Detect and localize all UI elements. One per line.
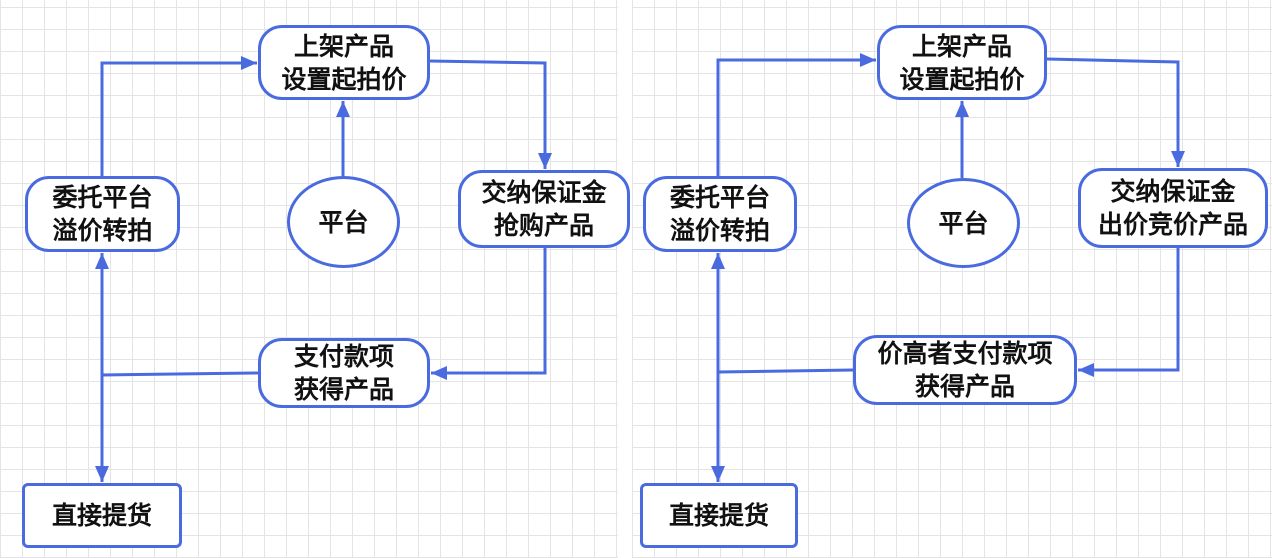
left-node-payment-line2: 获得产品: [293, 375, 394, 404]
right-node-pickup: 直接提货: [640, 483, 798, 548]
right-node-consign-line2: 溢价转拍: [669, 216, 770, 245]
left-node-deposit-line1: 交纳保证金: [481, 178, 607, 207]
right-arrow-deposit-to-payment: [1078, 248, 1180, 377]
right-node-platform: 平台: [907, 178, 1020, 268]
left-node-payment-line1: 支付款项: [293, 342, 394, 371]
right-node-payment-line1: 价高者支付款项: [877, 339, 1053, 368]
left-node-payment: 支付款项 获得产品: [258, 338, 430, 408]
left-node-platform-label: 平台: [318, 207, 369, 237]
right-line-payment-to-junction: [717, 368, 854, 374]
right-node-consign-line1: 委托平台: [669, 183, 770, 212]
right-node-pickup-label: 直接提货: [668, 501, 769, 530]
left-node-listing-line1: 上架产品: [293, 31, 394, 61]
left-line-payment-to-junction: [101, 371, 259, 377]
right-arrow-consign-to-listing: [716, 53, 876, 176]
left-arrow-listing-to-deposit: [429, 59, 552, 169]
left-node-consign-line1: 委托平台: [52, 183, 153, 212]
left-node-deposit: 交纳保证金 抢购产品: [458, 170, 630, 248]
left-node-consign-line2: 溢价转拍: [52, 216, 153, 245]
right-node-listing-line2: 设置起拍价: [899, 64, 1025, 94]
right-node-payment-line2: 获得产品: [914, 372, 1015, 401]
right-node-deposit-line2: 出价竞价产品: [1097, 210, 1248, 239]
left-arrow-consign-to-listing: [100, 56, 257, 176]
left-node-deposit-line2: 抢购产品: [493, 211, 594, 240]
right-node-deposit: 交纳保证金 出价竞价产品: [1078, 168, 1268, 248]
right-node-listing: 上架产品 设置起拍价: [877, 25, 1047, 100]
left-node-platform: 平台: [287, 176, 400, 268]
left-node-consign: 委托平台 溢价转拍: [25, 176, 180, 252]
right-node-consign: 委托平台 溢价转拍: [643, 176, 797, 252]
right-node-platform-label: 平台: [938, 208, 989, 238]
left-arrow-deposit-to-payment: [431, 248, 547, 380]
right-node-deposit-line1: 交纳保证金: [1110, 177, 1236, 206]
right-node-payment: 价高者支付款项 获得产品: [853, 335, 1077, 405]
left-node-listing: 上架产品 设置起拍价: [258, 25, 430, 100]
left-node-pickup: 直接提货: [22, 483, 182, 548]
left-node-pickup-label: 直接提货: [51, 501, 152, 530]
left-node-listing-line2: 设置起拍价: [281, 64, 407, 94]
right-arrow-listing-to-deposit: [1046, 57, 1185, 167]
right-node-listing-line1: 上架产品: [911, 31, 1012, 61]
